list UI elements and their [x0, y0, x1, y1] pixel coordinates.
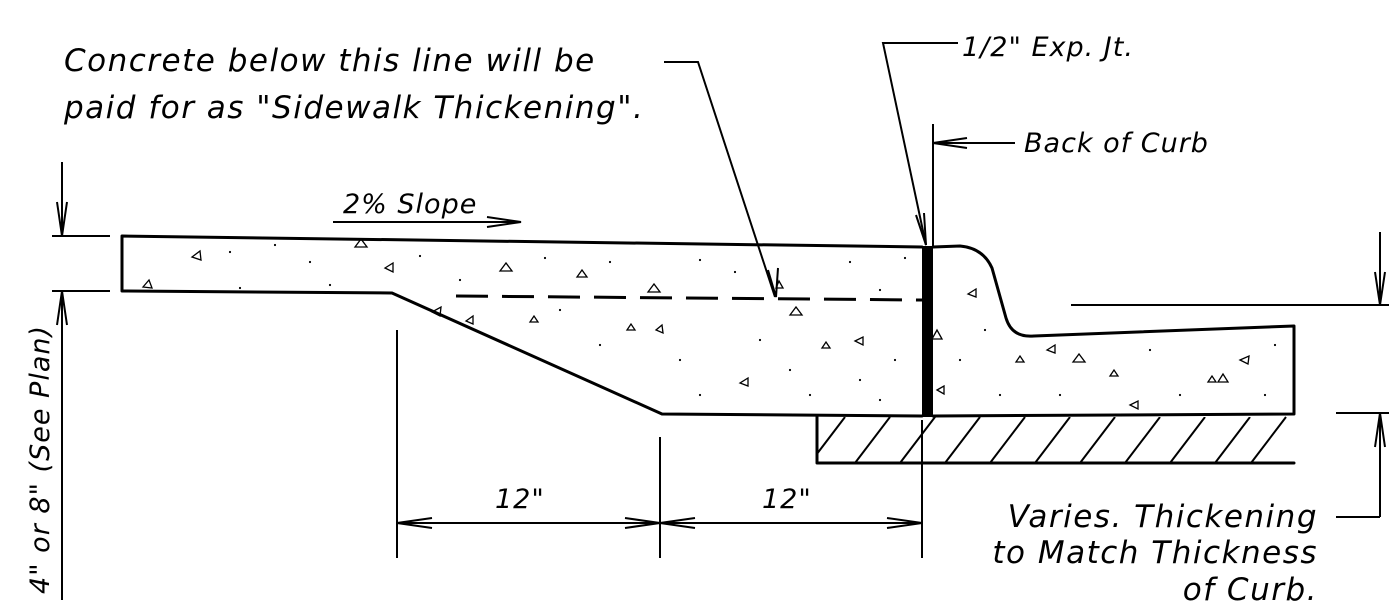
thickening-note-leader — [664, 61, 779, 298]
thickness-label: 4" or 8" (See Plan) — [25, 325, 56, 594]
slope-arrow — [333, 216, 522, 228]
exp-joint-label: 1/2" Exp. Jt. — [962, 32, 1134, 63]
back-of-curb-label: Back of Curb — [1024, 128, 1209, 159]
thickness-dimension — [52, 162, 110, 600]
back-of-curb-marker — [932, 124, 1015, 246]
varies-note-line2: to Match Thickness — [992, 535, 1318, 571]
varies-note-line1: Varies. Thickening — [1008, 499, 1318, 535]
base-hatch — [815, 415, 1296, 465]
width-dimensions — [396, 330, 923, 558]
dim-right-label: 12" — [762, 484, 812, 515]
slope-label: 2% Slope — [343, 189, 477, 220]
curb-gutter-outline — [931, 244, 1296, 418]
sidewalk-slab-outline — [120, 234, 924, 418]
dim-left-label: 12" — [495, 484, 545, 515]
pay-limit-line — [455, 294, 923, 302]
expansion-joint — [922, 246, 933, 417]
varies-note-line3: of Curb. — [1183, 572, 1318, 606]
exp-joint-leader — [881, 42, 958, 246]
concrete-aggregate — [141, 237, 1277, 411]
thickening-note-line2: paid for as "Sidewalk Thickening". — [63, 90, 644, 126]
thickening-note-line1: Concrete below this line will be — [64, 43, 596, 79]
curb-thickness-dimension — [1071, 232, 1389, 518]
